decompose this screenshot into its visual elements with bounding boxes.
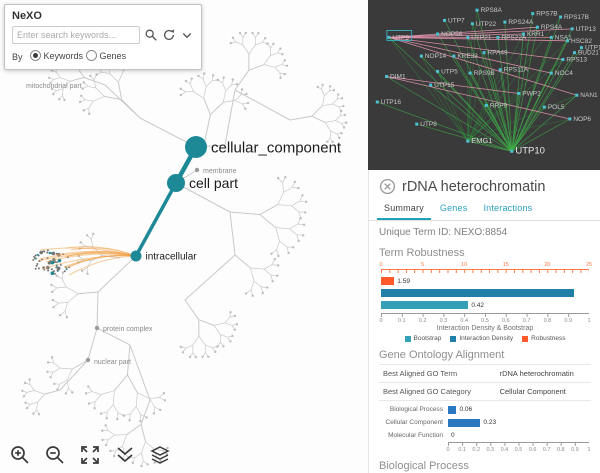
gene-node[interactable]: RPS24A xyxy=(508,19,534,26)
legend-item: Robustness xyxy=(522,335,566,342)
gene-node[interactable]: UTP10 xyxy=(515,145,545,156)
ontology-node[interactable] xyxy=(185,136,207,158)
tab-interactions[interactable]: Interactions xyxy=(483,203,533,213)
gene-node[interactable]: NAN1 xyxy=(580,92,598,99)
ontology-node[interactable] xyxy=(130,250,142,262)
gene-node[interactable]: NOP6 xyxy=(573,116,591,123)
gene-node[interactable]: NOP14 xyxy=(425,53,447,60)
gene-node[interactable]: PWP2 xyxy=(522,91,541,98)
gene-node[interactable]: RPS17B xyxy=(564,14,589,21)
gene-node[interactable]: UTP15 xyxy=(434,82,455,89)
zoom-toolbar xyxy=(8,443,172,467)
gene-node[interactable]: RPS13 xyxy=(566,57,587,64)
refresh-icon[interactable] xyxy=(161,28,176,43)
tab-summary[interactable]: Summary xyxy=(377,199,431,220)
gene-node[interactable]: DIM1 xyxy=(390,74,406,81)
robustness-bar-bootstrap: 0.42 xyxy=(381,299,589,311)
legend-item: Bootstrap xyxy=(404,335,441,342)
gene-node[interactable]: UTP21 xyxy=(471,34,492,41)
legend-item: Interaction Density xyxy=(450,335,513,342)
ontology-node[interactable] xyxy=(167,174,185,192)
gene-node[interactable]: HSC82 xyxy=(571,38,592,45)
search-input[interactable] xyxy=(12,26,140,44)
app-title: NeXO xyxy=(12,10,42,22)
gene-node[interactable]: RRP9 xyxy=(490,102,508,109)
radio-genes[interactable]: Genes xyxy=(85,50,126,61)
gene-node[interactable]: NSA1 xyxy=(555,34,572,41)
gene-node[interactable]: UTP8 xyxy=(420,121,437,128)
radio-keywords[interactable]: Keywords xyxy=(29,50,83,61)
gene-node[interactable]: RPS9B xyxy=(474,70,495,77)
gene-node[interactable]: RPS4A xyxy=(541,24,563,31)
gene-node[interactable]: NOP56 xyxy=(441,31,463,38)
ontology-node-label[interactable]: cellular_component xyxy=(211,139,342,156)
gene-node[interactable]: RPS7B xyxy=(536,11,557,18)
tree-term-label[interactable]: protein complex xyxy=(103,326,153,333)
gene-node[interactable]: UTP5 xyxy=(441,68,458,75)
gene-node[interactable]: UTP16 xyxy=(381,99,402,106)
search-icon[interactable] xyxy=(143,28,158,43)
bottom-axis-label: Interaction Density & Bootstrap xyxy=(436,325,534,332)
term-title: rDNA heterochromatin xyxy=(402,178,546,195)
gene-node[interactable]: RPS22A xyxy=(501,34,527,41)
ontology-node-label[interactable]: cell part xyxy=(189,175,238,191)
chart-legend: Bootstrap Interaction Density Robustness xyxy=(381,335,589,342)
gene-node[interactable]: UTP18 xyxy=(585,45,600,52)
layers-icon[interactable] xyxy=(148,443,172,467)
tree-term-label[interactable]: membrane xyxy=(203,168,237,175)
gene-node[interactable]: RPA49 xyxy=(488,50,508,57)
fit-view-icon[interactable] xyxy=(78,443,102,467)
gene-node[interactable]: EMG1 xyxy=(471,136,492,145)
tab-genes[interactable]: Genes xyxy=(439,203,468,213)
gene-node[interactable]: POL5 xyxy=(548,104,565,111)
gene-node[interactable]: UTP13 xyxy=(576,26,597,33)
gene-node[interactable]: UTP22 xyxy=(476,21,497,28)
term-id: Unique Term ID: NEXO:8854 xyxy=(379,227,508,238)
robustness-bar-interaction-density xyxy=(381,287,589,299)
close-icon[interactable] xyxy=(379,178,396,195)
gene-node[interactable]: UTP9 xyxy=(392,34,409,41)
tree-depth-icon[interactable] xyxy=(113,443,137,467)
tree-term-label[interactable]: nuclear part xyxy=(94,359,131,366)
ontology-node-label[interactable]: intracellular xyxy=(146,252,198,263)
zoom-in-icon[interactable] xyxy=(8,443,32,467)
gene-node[interactable]: RPS8A xyxy=(481,7,503,14)
gene-node[interactable]: UTP7 xyxy=(448,17,465,24)
robustness-bar-robustness: 1.59 xyxy=(381,275,589,287)
gene-node[interactable]: BUD21 xyxy=(578,50,599,57)
robustness-heading: Term Robustness xyxy=(379,247,465,259)
go-alignment-heading: Gene Ontology Alignment xyxy=(379,349,505,361)
chevron-down-icon[interactable] xyxy=(179,28,194,43)
gene-node[interactable]: KRE33 xyxy=(457,53,478,60)
tree-term-label[interactable]: mitochondrial part xyxy=(26,83,82,90)
by-label: By xyxy=(12,51,23,62)
search-widget: NeXO By Keywords Genes xyxy=(4,4,202,70)
gene-node[interactable]: RPS11A xyxy=(504,67,529,74)
gene-node[interactable]: NOC4 xyxy=(555,70,573,77)
biological-process-heading: Biological Process xyxy=(379,460,469,472)
detail-tabs: Summary Genes Interactions xyxy=(369,199,600,221)
zoom-out-icon[interactable] xyxy=(43,443,67,467)
gene-node[interactable]: KRR1 xyxy=(527,31,545,38)
